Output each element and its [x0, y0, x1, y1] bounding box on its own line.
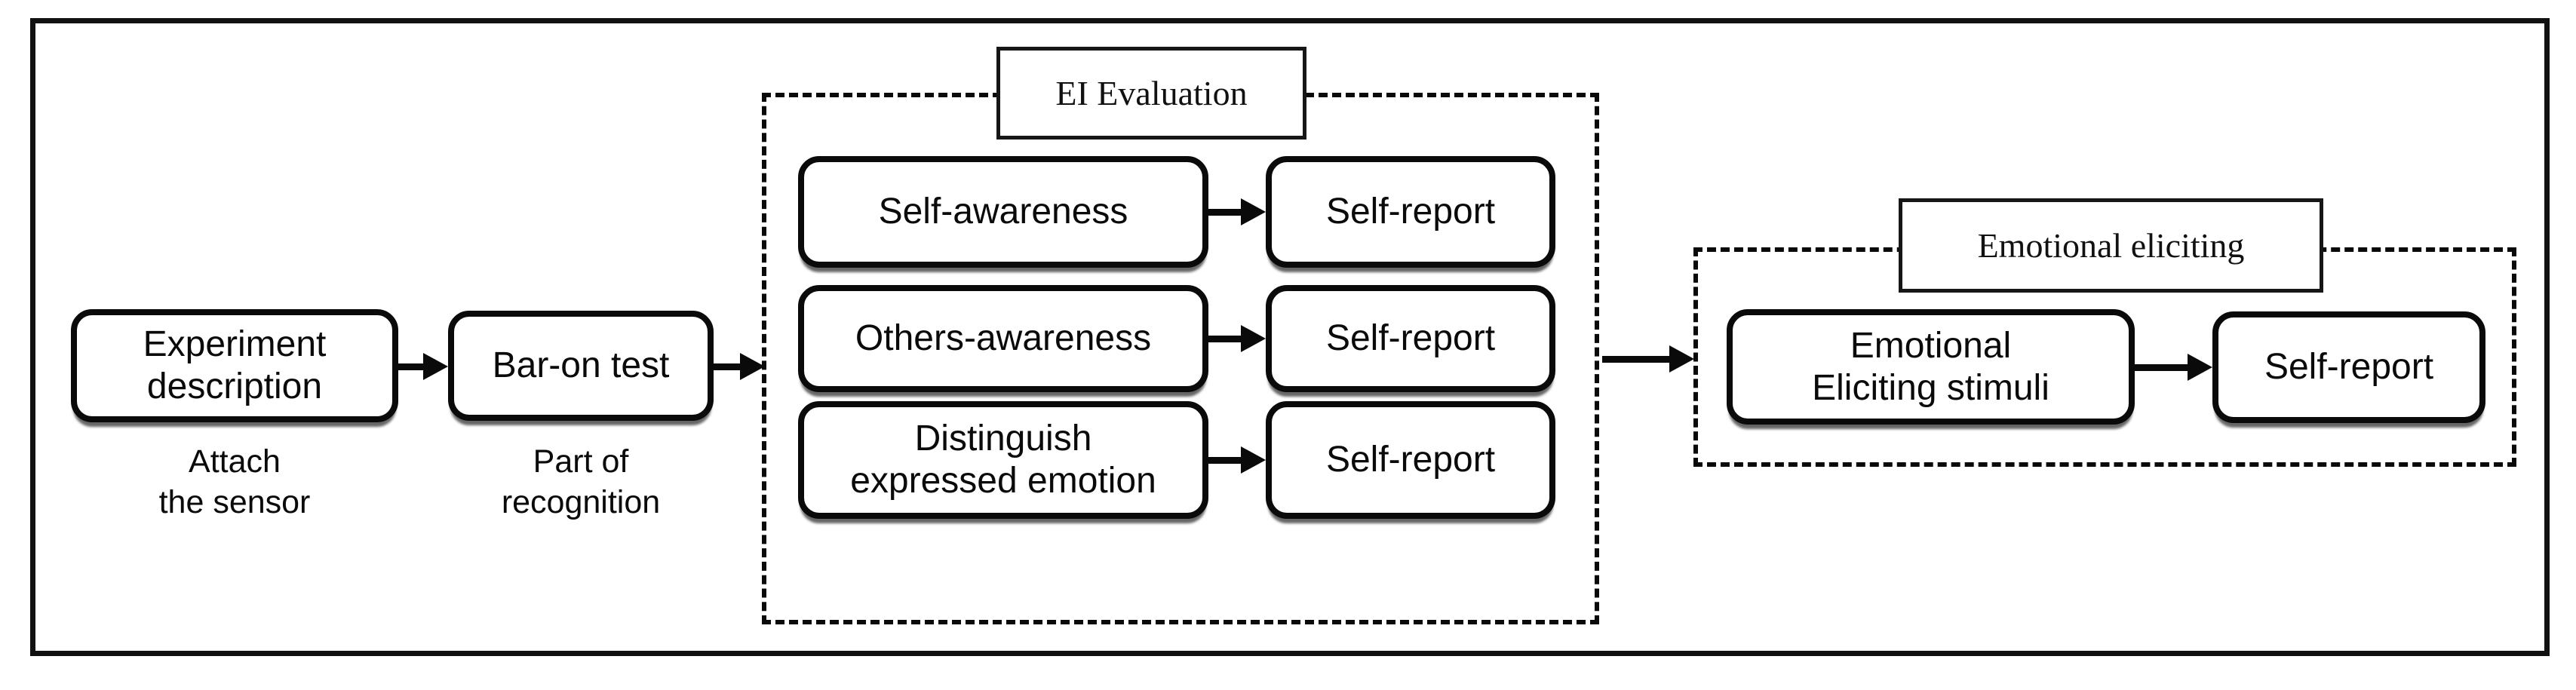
ei-evaluation-label: EI Evaluation — [996, 47, 1306, 140]
baron-caption: Part of recognition — [501, 443, 661, 520]
flow-arrow-icon — [1602, 345, 1694, 373]
arrow-shaft — [2135, 363, 2188, 371]
flow-arrow-icon — [1208, 446, 1266, 474]
arrow-head — [1669, 345, 1694, 373]
arrow-head — [2188, 354, 2212, 381]
bar-on-test-box: Bar-on test — [448, 311, 714, 421]
arrow-head — [1241, 325, 1266, 352]
self-report-box: Self-report — [1266, 285, 1555, 392]
arrow-shaft — [1208, 335, 1241, 342]
experiment-caption: Attach the sensor — [158, 443, 311, 520]
arrow-shaft — [397, 363, 423, 370]
flow-arrow-icon — [397, 353, 448, 380]
arrow-head — [1241, 198, 1266, 225]
arrow-head — [1241, 446, 1266, 474]
self-awareness-box: Self-awareness — [798, 156, 1208, 268]
flow-arrow-icon — [1208, 198, 1266, 225]
arrow-shaft — [1602, 355, 1669, 363]
arrow-head — [423, 353, 448, 380]
arrow-head — [740, 353, 765, 380]
arrow-shaft — [714, 363, 740, 370]
arrow-shaft — [1208, 456, 1241, 464]
self-report-box: Self-report — [1266, 156, 1555, 268]
flow-arrow-icon — [1208, 325, 1266, 352]
others-awareness-box: Others-awareness — [798, 285, 1208, 392]
self-report-box: Self-report — [2212, 311, 2485, 423]
flow-arrow-icon — [2135, 354, 2212, 381]
distinguish-expressed-emotion-box: Distinguish expressed emotion — [798, 401, 1208, 519]
self-report-box: Self-report — [1266, 401, 1555, 519]
arrow-shaft — [1208, 208, 1241, 216]
outer-frame — [30, 18, 2550, 656]
emotional-eliciting-label: Emotional eliciting — [1899, 198, 2323, 293]
flow-arrow-icon — [714, 353, 765, 380]
emotional-eliciting-stimuli-box: Emotional Eliciting stimuli — [1727, 309, 2135, 425]
experiment-description-box: Experiment description — [71, 309, 398, 422]
